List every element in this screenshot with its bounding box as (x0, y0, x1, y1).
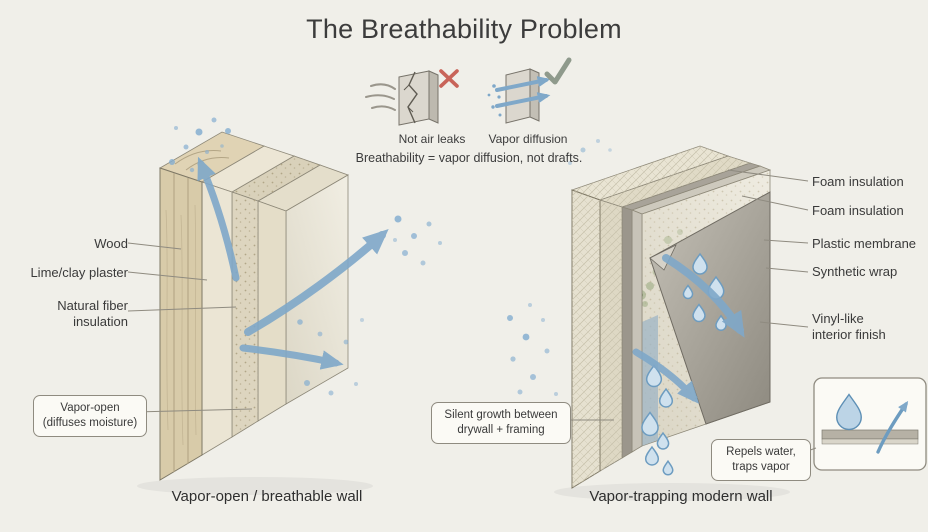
left-wall-vapor-dots (169, 117, 442, 396)
legend-formula: Breathability = vapor diffusion, not dra… (355, 151, 583, 165)
right-wall-caption: Vapor-trapping modern wall (589, 488, 773, 505)
label-synthetic-wrap: Synthetic wrap (812, 264, 898, 279)
inset-membrane-illustration (813, 377, 927, 471)
left-wall-illustration (159, 131, 349, 481)
vapor-dots-icon (487, 84, 502, 117)
right-wall-trapped-arrows (632, 254, 745, 404)
legend-vapor-diffusion-icon (487, 57, 572, 124)
left-wall-vapor-arrows (197, 156, 389, 370)
label-natural-fiber-insulation: Natural fiber insulation (57, 298, 128, 330)
page-title: The Breathability Problem (306, 14, 622, 44)
check-icon (544, 57, 572, 85)
legend-label-air-leaks: Not air leaks (398, 132, 466, 146)
label-lime-clay-plaster: Lime/clay plaster (30, 265, 128, 280)
callout-vapor-open: Vapor-open (diffuses moisture) (33, 395, 147, 437)
leader-lines (127, 169, 817, 456)
callout-silent-growth: Silent growth between drywall + framing (431, 402, 571, 444)
right-wall-shadow (554, 483, 790, 501)
label-foam-insulation-1: Foam insulation (812, 174, 904, 189)
right-wall-illustration (570, 145, 772, 489)
vapor-escape-arrow-icon (876, 400, 909, 454)
right-wall-vapor-dots (507, 139, 612, 396)
label-vinyl-interior-finish: Vinyl-like interior finish (812, 311, 886, 343)
x-mark-icon (439, 69, 459, 88)
label-wood: Wood (94, 236, 128, 251)
legend-label-vapor-diffusion: Vapor diffusion (488, 132, 568, 146)
left-wall-caption: Vapor-open / breathable wall (171, 488, 363, 505)
legend-air-leaks-icon (365, 69, 459, 126)
label-foam-insulation-2: Foam insulation (812, 203, 904, 218)
left-wall-shadow (137, 477, 373, 495)
callout-repels-water: Repels water, traps vapor (711, 439, 811, 481)
wind-lines-icon (365, 83, 396, 111)
label-plastic-membrane: Plastic membrane (812, 236, 917, 251)
